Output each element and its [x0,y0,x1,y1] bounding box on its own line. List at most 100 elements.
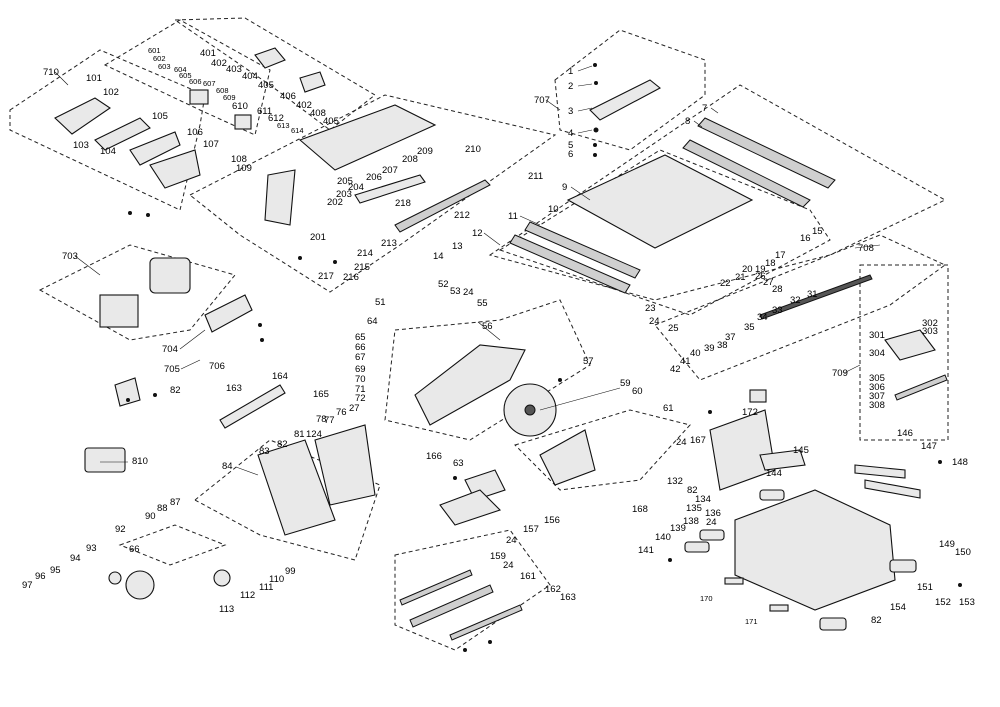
part-107-guard [149,149,201,189]
label-31: 31 [807,289,818,300]
label-151: 151 [917,582,933,593]
label-34: 34 [757,312,768,323]
region-table-top [498,149,831,316]
part-157-plate [439,489,502,526]
label-8: 8 [685,116,690,127]
label-66b: 66 [129,544,140,555]
label-92: 92 [115,524,126,535]
label-16: 16 [800,233,811,244]
part-144-bracket [759,449,806,471]
label-136: 136 [705,508,721,519]
parts [54,47,948,641]
label-212: 212 [454,210,470,221]
label-610: 610 [232,101,248,112]
label-167: 167 [690,435,706,446]
label-26: 26 [755,271,766,282]
label-608: 608 [216,86,229,95]
label-810: 810 [132,456,148,467]
label-148: 148 [952,457,968,468]
label-72: 72 [355,393,366,404]
part-154-foot [819,617,847,631]
label-134: 134 [695,494,711,505]
label-146: 146 [897,428,913,439]
part-304-miter [884,329,936,361]
label-202: 202 [327,197,343,208]
label-38: 38 [717,340,728,351]
label-57: 57 [583,356,594,367]
part-404 [254,47,286,69]
part-134-foot [759,489,785,501]
part-704-bracket [204,294,253,333]
label-66: 66 [355,342,366,353]
label-401: 401 [200,48,216,59]
label-24c: 24 [706,517,717,528]
label-53: 53 [450,286,461,297]
plate-170 [724,577,744,585]
label-139: 139 [670,523,686,534]
label-171: 171 [745,617,758,626]
label-301: 301 [869,330,885,341]
label-112: 112 [240,590,255,601]
label-161: 161 [520,571,536,582]
label-101: 101 [86,73,102,84]
label-23: 23 [645,303,656,314]
label-602: 602 [153,54,166,63]
label-408: 408 [310,108,326,119]
part-93-knob [108,571,122,585]
label-406: 406 [280,91,296,102]
label-306: 306 [869,382,885,393]
label-612: 612 [268,113,284,124]
label-135: 135 [686,503,702,514]
label-35: 35 [744,322,755,333]
label-147: 147 [921,441,937,452]
label-604: 604 [174,65,187,74]
label-207: 207 [382,165,398,176]
part-84-frame [257,439,336,536]
label-13: 13 [452,241,463,252]
label-609: 609 [223,93,236,102]
region-top-707 [554,29,706,151]
label-77: 77 [324,415,335,426]
label-601: 601 [148,46,161,55]
label-55: 55 [477,298,488,309]
label-140: 140 [655,532,671,543]
label-208: 208 [402,154,418,165]
label-303: 303 [922,326,938,337]
part-201-bracket [264,169,296,226]
label-605: 605 [179,71,192,80]
label-96: 96 [35,571,46,582]
label-217: 217 [318,271,334,282]
label-27: 27 [763,277,774,288]
label-22: 22 [720,278,731,289]
label-78: 78 [316,414,327,425]
label-56: 56 [482,321,493,332]
label-107: 107 [203,139,219,150]
label-149: 149 [939,539,955,550]
label-64: 64 [367,316,378,327]
label-402b: 402 [296,100,312,111]
fastener-dots [126,63,962,652]
part-218-rail [354,174,426,204]
part-101-guard [54,97,111,135]
label-52: 52 [438,279,449,290]
label-51: 51 [375,297,386,308]
part-146-link [854,464,906,479]
label-159: 159 [490,551,506,562]
label-2: 2 [568,81,573,92]
part-61-guard [539,429,596,486]
label-150: 150 [955,547,971,558]
label-206: 206 [366,172,382,183]
label-156: 156 [544,515,560,526]
label-606: 606 [189,77,202,86]
label-5: 5 [568,140,573,151]
label-24b: 24 [463,287,474,298]
region-rails-159 [394,529,551,651]
label-614: 614 [291,126,304,135]
part-161-rail [409,584,494,628]
part-140-foot [684,541,710,553]
label-304: 304 [869,348,885,359]
label-70: 70 [355,374,366,385]
label-33: 33 [772,305,783,316]
plate-172 [749,389,767,403]
region-motor-703 [38,244,236,341]
